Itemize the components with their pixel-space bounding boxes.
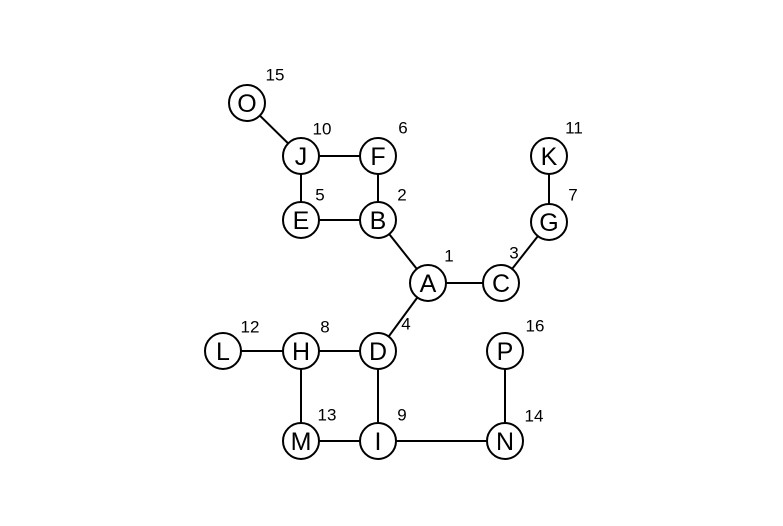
node-h: H8 (282, 318, 330, 370)
node-label: C (492, 270, 510, 298)
node-f: F6 (359, 119, 408, 175)
node-label: M (291, 428, 312, 456)
node-circle (530, 203, 568, 241)
node-label: E (293, 207, 310, 235)
node-label: F (370, 143, 385, 171)
node-label: L (216, 338, 230, 366)
node-circle (228, 84, 266, 122)
node-circle (282, 201, 320, 239)
node-circle (409, 264, 447, 302)
node-label: P (497, 338, 514, 366)
node-order-label: 6 (398, 119, 407, 138)
node-label: B (370, 207, 387, 235)
node-label: H (292, 338, 310, 366)
node-l: L 12 (204, 318, 260, 370)
node-circle (359, 137, 397, 175)
node-label: A (420, 270, 437, 298)
node-order-label: 13 (318, 406, 337, 425)
node-order-label: 1 (444, 247, 453, 266)
node-o: O 15 (228, 66, 285, 122)
node-label: N (496, 428, 514, 456)
node-p: P 16 (486, 317, 545, 370)
node-g: G7 (530, 186, 578, 241)
node-order-label: 3 (509, 244, 518, 263)
node-label: I (375, 428, 382, 456)
node-e: E5 (282, 186, 325, 239)
node-circle (282, 137, 320, 175)
node-circle (282, 422, 320, 460)
node-label: O (237, 90, 256, 118)
node-a: A1 (409, 247, 454, 302)
node-b: B2 (359, 186, 407, 239)
node-order-label: 8 (320, 318, 329, 337)
node-n: N 14 (486, 407, 544, 460)
node-d: D4 (359, 315, 411, 370)
node-order-label: 5 (315, 186, 324, 205)
node-c: C3 (482, 244, 520, 302)
node-order-label: 7 (568, 186, 577, 205)
node-order-label: 14 (525, 407, 544, 426)
node-label: K (541, 143, 558, 171)
node-order-label: 2 (397, 186, 406, 205)
node-circle (359, 201, 397, 239)
node-order-label: 16 (526, 317, 545, 336)
node-label: D (369, 338, 387, 366)
node-circle (486, 332, 524, 370)
node-circle (359, 422, 397, 460)
node-k: K 11 (530, 119, 583, 175)
node-label: J (295, 143, 308, 171)
node-order-label: 10 (313, 120, 332, 139)
node-order-label: 12 (241, 318, 260, 337)
node-order-label: 9 (397, 406, 406, 425)
node-order-label: 11 (565, 119, 583, 138)
node-circle (486, 422, 524, 460)
node-circle (204, 332, 242, 370)
node-i: I9 (359, 406, 407, 460)
node-circle (282, 332, 320, 370)
node-j: J 10 (282, 120, 332, 175)
node-order-label: 4 (401, 315, 410, 334)
node-circle (482, 264, 520, 302)
node-order-label: 15 (266, 66, 285, 85)
node-circle (359, 332, 397, 370)
node-m: M 13 (282, 406, 337, 460)
node-circle (530, 137, 568, 175)
node-label: G (539, 209, 558, 237)
